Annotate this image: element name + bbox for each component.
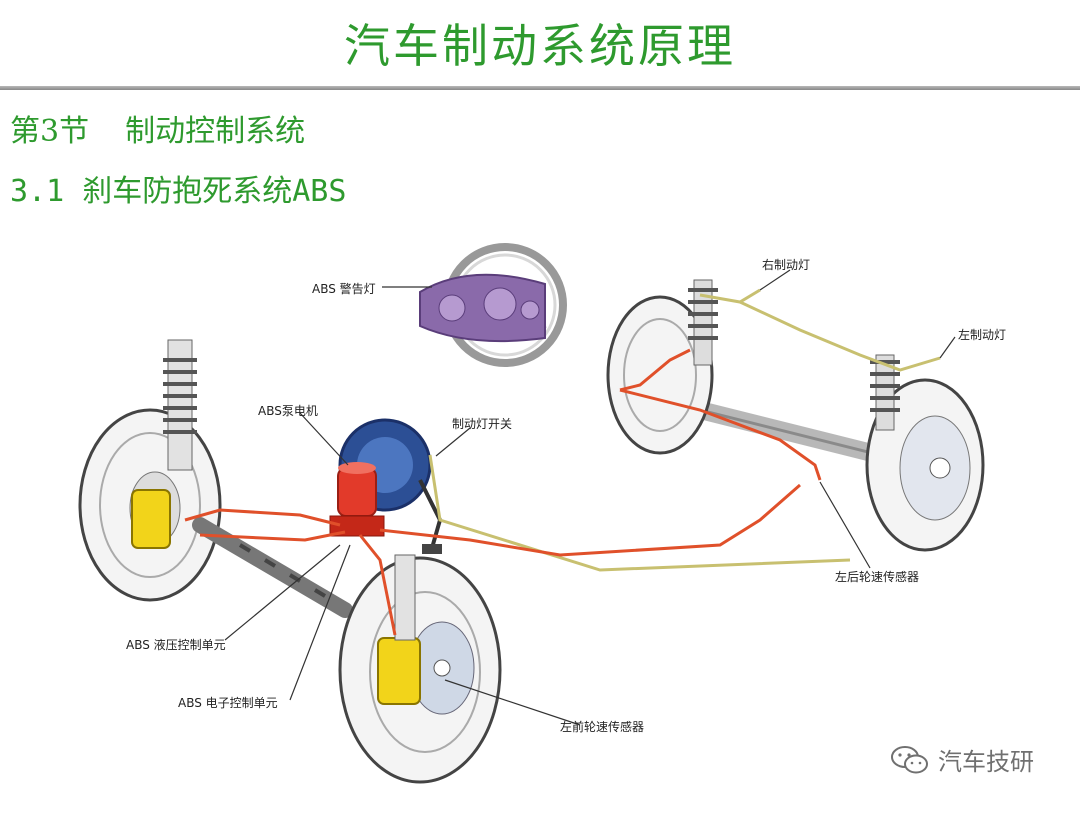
section-number: 第3节: [10, 114, 90, 149]
front-right-strut: [394, 554, 416, 641]
label-right-brake-light: 右制动灯: [762, 258, 811, 272]
rear-left-spring: [870, 354, 900, 431]
front-left-wheel: [78, 408, 222, 602]
brake-lines: [184, 348, 822, 636]
slide-title: 汽车制动系统原理: [344, 19, 736, 73]
label-abs-pump-motor: ABS泵电机: [258, 404, 318, 418]
label-abs-electronic-unit: ABS 电子控制单元: [178, 696, 278, 710]
label-brake-light-switch: 制动灯开关: [452, 417, 513, 431]
section-heading: 第3节制动控制系统: [10, 106, 305, 150]
abs-pump: [329, 462, 385, 537]
wechat-icon: [891, 745, 928, 773]
electrical-wiring: [428, 288, 941, 572]
label-left-rear-speed-sensor: 左后轮速传感器: [835, 570, 920, 584]
title-divider: [0, 86, 1080, 90]
instrument-cluster: [419, 273, 546, 343]
rear-left-wheel: [865, 378, 985, 552]
watermark: 汽车技研: [890, 742, 1034, 777]
front-right-wheel: [338, 556, 502, 784]
label-leader-lines: [224, 269, 956, 726]
abs-illustration: [78, 243, 985, 784]
label-left-brake-light: 左制动灯: [958, 328, 1007, 342]
front-driveshaft: [192, 517, 353, 618]
label-abs-hydraulic-unit: ABS 液压控制单元: [126, 638, 226, 652]
watermark-text: 汽车技研: [938, 748, 1034, 776]
abs-system-diagram: ABS 警告灯 ABS泵电机 制动灯开关 右制动灯 左制动灯 左后轮速传感器 A…: [0, 210, 1080, 810]
label-abs-warning-light: ABS 警告灯: [312, 282, 376, 296]
label-left-front-speed-sensor: 左前轮速传感器: [560, 720, 645, 734]
section-title: 制动控制系统: [125, 114, 306, 149]
front-left-strut: [163, 339, 197, 471]
rear-right-wheel: [606, 295, 714, 455]
subsection-heading: 3.1 刹车防抱死系统ABS: [10, 174, 347, 209]
rear-right-spring: [688, 279, 718, 366]
